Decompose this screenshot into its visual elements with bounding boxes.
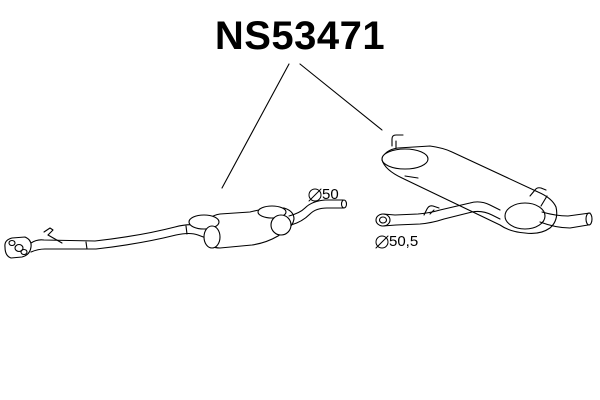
rear-muffler: [381, 145, 558, 234]
inlet-flange: [4, 236, 32, 259]
rear-inlet-pipe: [375, 201, 501, 227]
rear-inlet-bracket: [423, 205, 440, 216]
diameter-icon: [308, 188, 322, 202]
front-section: [4, 199, 348, 259]
rear-section: [375, 134, 593, 234]
front-muffler: [188, 205, 295, 249]
rear-hanger-side: [529, 187, 548, 207]
inlet-bracket: [43, 227, 63, 244]
front-pipe: [30, 224, 209, 253]
rear-diameter-label: 50,5: [389, 233, 419, 250]
front-diameter-label: 50: [322, 186, 339, 203]
front-outlet-pipe: [288, 199, 348, 226]
part-number-title: NS53471: [214, 14, 386, 58]
leader-lines: [221, 63, 383, 189]
tail-pipe: [539, 211, 593, 229]
diameter-icon: [375, 235, 389, 249]
